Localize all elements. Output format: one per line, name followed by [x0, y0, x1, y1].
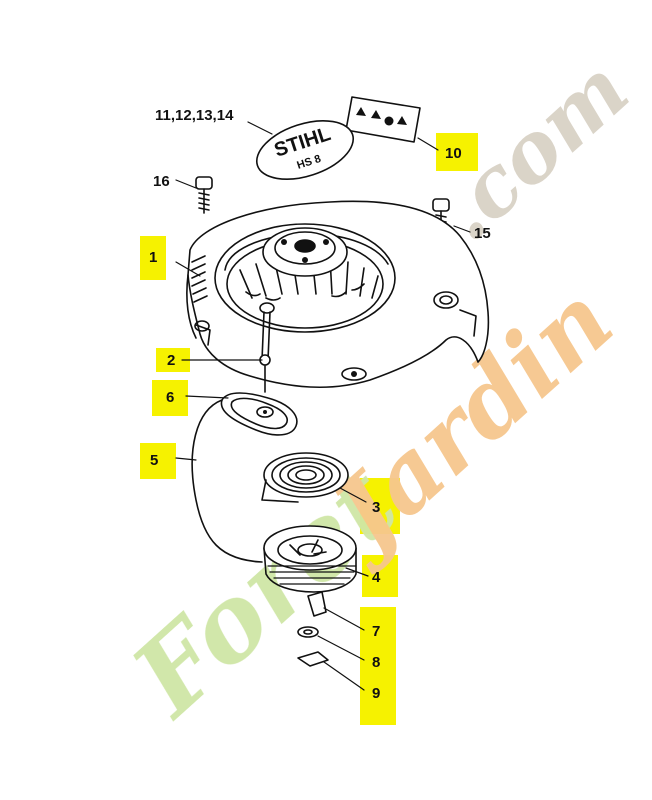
part-label-10: 10 — [445, 145, 462, 162]
part-label-7: 7 — [372, 623, 381, 640]
part-label-4: 4 — [372, 569, 381, 586]
highlight-10 — [436, 133, 478, 171]
part-label-9: 9 — [372, 685, 381, 702]
highlight-7-8-9 — [360, 607, 396, 725]
pawl — [307, 591, 327, 617]
highlight-6 — [152, 380, 188, 416]
leader-lines — [175, 121, 471, 691]
part-label-11-14: 11,12,13,14 — [155, 107, 234, 124]
rope-rotor — [263, 525, 357, 593]
starter-handle — [220, 392, 298, 436]
part-label-6: 6 — [166, 389, 175, 406]
spring-clip — [297, 651, 329, 667]
highlight-5 — [140, 443, 176, 479]
part-label-5: 5 — [150, 452, 159, 469]
part-label-16: 16 — [153, 173, 170, 190]
part-label-15: 15 — [474, 225, 491, 242]
fan-housing — [186, 200, 490, 389]
part-label-8: 8 — [372, 654, 381, 671]
washer — [297, 626, 319, 638]
part-label-3: 3 — [372, 499, 381, 516]
highlight-3 — [360, 478, 400, 534]
part-label-2: 2 — [167, 352, 176, 369]
screw-16 — [195, 176, 213, 214]
warning-decal — [345, 96, 421, 143]
starter-rope — [191, 399, 263, 563]
highlight-1 — [140, 236, 166, 280]
logo-cover-disc — [255, 120, 355, 180]
part-label-1: 1 — [149, 249, 158, 266]
rope-guide — [259, 302, 275, 393]
rewind-spring — [261, 452, 349, 503]
